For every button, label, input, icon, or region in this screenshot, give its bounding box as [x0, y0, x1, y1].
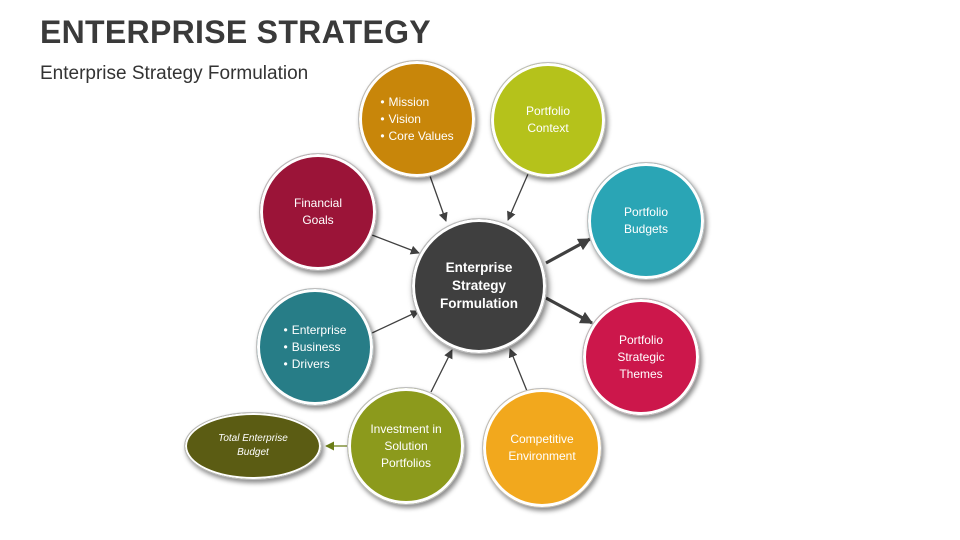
- budget-label: Total Enterprise: [218, 433, 288, 444]
- node-mission-vision-values: Mission Vision Core Values: [358, 60, 476, 178]
- mission-list: Mission Vision Core Values: [380, 94, 454, 145]
- node-label: Portfolio: [525, 104, 571, 118]
- node-label: Portfolios: [380, 455, 432, 470]
- node-portfolio-budgets: Portfolio Budgets: [587, 162, 705, 280]
- arrow-investment-to-center: [430, 349, 453, 393]
- mission-item: Vision: [380, 111, 453, 128]
- arrow-financial-goals-to-center: [371, 234, 420, 255]
- node-label: Environment: [508, 449, 576, 463]
- center-label: Strategy: [451, 278, 507, 293]
- node-investment: Investment in Solution Portfolios: [347, 387, 465, 505]
- node-label: Investment in: [370, 421, 442, 436]
- node-label: Context: [527, 121, 569, 135]
- node-label: Solution: [384, 438, 428, 453]
- node-label: Portfolio: [623, 205, 668, 219]
- mission-item: Core Values: [380, 128, 454, 145]
- drivers-item: Drivers: [284, 356, 347, 373]
- node-competitive-environment: Competitive Environment: [482, 388, 602, 508]
- center-label: Enterprise: [445, 260, 513, 275]
- node-label: Portfolio: [618, 332, 663, 347]
- node-label: Goals: [302, 213, 334, 227]
- mission-item: Mission: [380, 94, 453, 111]
- drivers-item: Business: [284, 339, 347, 356]
- slide-title: ENTERPRISE STRATEGY: [40, 14, 431, 50]
- arrow-business-drivers-to-center: [371, 310, 420, 334]
- node-business-drivers: Enterprise Business Drivers: [256, 288, 374, 406]
- arrow-portfolio-context-to-center: [507, 173, 529, 221]
- drivers-item: Enterprise: [284, 322, 347, 339]
- node-portfolio-context: Portfolio Context: [490, 62, 606, 178]
- node-label: Themes: [619, 366, 663, 381]
- arrow-center-to-strategic-themes: [545, 296, 594, 325]
- node-label: Strategic: [617, 349, 665, 364]
- slide-subtitle: Enterprise Strategy Formulation: [40, 63, 309, 84]
- center-label: Formulation: [440, 296, 518, 311]
- center-node: Enterprise Strategy Formulation: [411, 218, 547, 354]
- node-label: Budgets: [623, 222, 669, 236]
- budget-label: Budget: [237, 447, 269, 458]
- arrow-mission-to-center: [429, 175, 448, 222]
- node-label: Competitive: [510, 432, 574, 446]
- node-total-budget: Total Enterprise Budget: [184, 412, 322, 480]
- node-label: Financial: [293, 196, 343, 210]
- arrow-center-to-portfolio-budgets: [545, 237, 592, 265]
- node-financial-goals: Financial Goals: [259, 153, 377, 271]
- node-strategic-themes: Portfolio Strategic Themes: [582, 298, 700, 416]
- arrow-competitive-to-center: [508, 348, 528, 392]
- drivers-list: Enterprise Business Drivers: [284, 322, 347, 373]
